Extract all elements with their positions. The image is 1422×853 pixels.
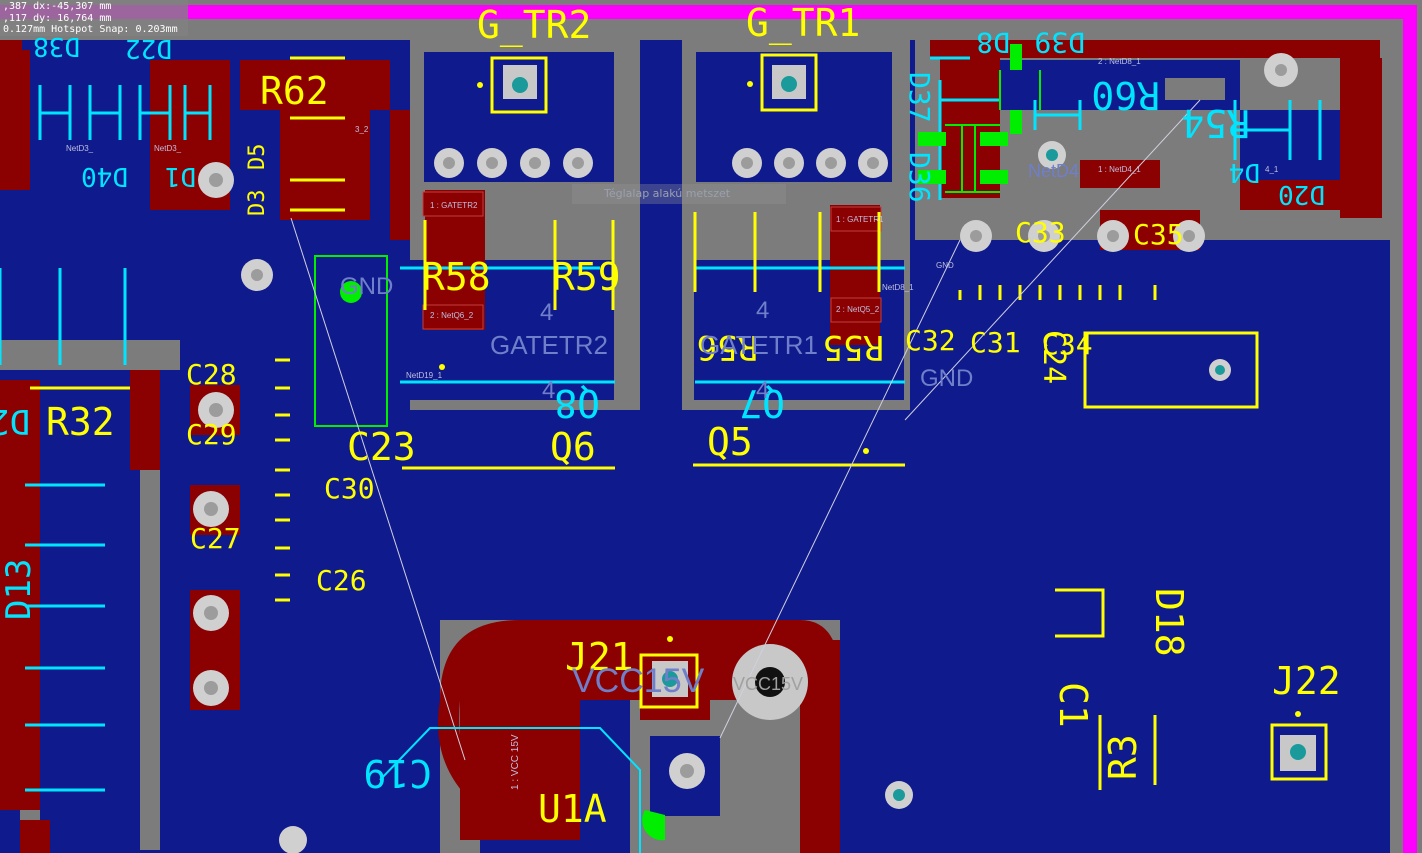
label-r54: R54 xyxy=(1181,101,1250,145)
u1a-outline xyxy=(379,727,641,853)
label-d36: D36 xyxy=(903,152,936,203)
pad-num-4: 4 xyxy=(756,377,769,404)
label-c31: C31 xyxy=(970,326,1021,359)
label-q6: Q6 xyxy=(550,425,596,469)
label-d39: D39 xyxy=(1034,26,1085,59)
smd-pads[interactable] xyxy=(422,191,882,330)
label-c30: C30 xyxy=(324,472,375,505)
label-d40: D40 xyxy=(81,161,128,191)
pad-label-netd8: 2 : NetD8_1 xyxy=(1098,57,1141,66)
coord-line-3: 0.127mm Hotspot Snap: 0.203mm xyxy=(3,24,178,35)
board-outline xyxy=(0,5,1417,853)
ratsnest-lines xyxy=(290,99,1201,761)
top-labels: G_TR2 G_TR1 R62 R58 R59 R32 C23 Q6 Q5 J2… xyxy=(46,1,1341,831)
label-d8: D8 xyxy=(976,26,1010,59)
net-vcc15v-pad: VCC15V xyxy=(733,674,803,694)
pad-label-netd3b: NetD3_ xyxy=(154,144,182,153)
coord-line-1: ,387 dx:-45,307 mm xyxy=(3,1,112,12)
label-q7: Q7 xyxy=(739,381,785,425)
pad-label-gatetr2: 1 : GATETR2 xyxy=(430,201,478,210)
pad-num-3: 4 xyxy=(542,377,555,404)
label-q5: Q5 xyxy=(707,420,753,464)
label-c33: C33 xyxy=(1015,216,1066,249)
label-r60: R60 xyxy=(1091,73,1160,117)
bottom-silkscreen xyxy=(0,56,1322,792)
selected-component[interactable] xyxy=(314,44,1041,841)
pad-net-labels: 1 : GATETR2 1 : GATETR1 2 : NetQ6_2 2 : … xyxy=(66,57,1279,790)
top-silkscreen xyxy=(30,53,1328,790)
label-g-tr1: G_TR1 xyxy=(746,1,860,46)
pad-label-netd8-small: NetD8_1 xyxy=(882,283,914,292)
label-r55-mirror: R55 xyxy=(823,327,884,367)
label-c24: C24 xyxy=(1036,330,1071,384)
label-d13: D13 xyxy=(0,559,39,620)
label-d20: D20 xyxy=(1278,179,1325,209)
label-r32: R32 xyxy=(46,400,115,444)
pad-num-1: 4 xyxy=(540,299,553,326)
label-c19: C19 xyxy=(363,751,432,795)
net-vcc15v: VCC15V xyxy=(572,662,705,700)
label-r58: R58 xyxy=(422,255,491,299)
pad-label-3-2: 3_2 xyxy=(355,125,369,134)
label-c32: C32 xyxy=(905,324,956,357)
label-j22: J22 xyxy=(1272,659,1341,703)
label-d22: D22 xyxy=(125,33,172,63)
label-d18: D18 xyxy=(1147,588,1191,657)
label-d37: D37 xyxy=(903,72,936,123)
label-r56-mirror: R56 xyxy=(697,327,758,367)
pad-label-gnd-small: GND xyxy=(936,261,954,270)
coord-line-2: ,117 dy: 16,764 mm xyxy=(3,12,112,24)
label-r3: R3 xyxy=(1101,734,1145,780)
label-r62: R62 xyxy=(260,69,329,113)
bottom-labels: D38 D22 D40 D1 D39 D8 D37 D36 R60 R54 D4… xyxy=(0,26,1325,795)
label-c34: C34 xyxy=(1042,328,1093,361)
copper-arc-top xyxy=(440,620,840,700)
mirrored-top-labels: R56 R55 xyxy=(697,327,884,367)
label-g-tr2: G_TR2 xyxy=(477,3,591,48)
pad-label-netd4-1: 1 : NetD4_1 xyxy=(1098,165,1141,174)
component-body xyxy=(1165,78,1225,100)
label-d1: D1 xyxy=(165,161,196,191)
net-netd4: NetD4 xyxy=(1028,161,1079,181)
net-gnd-a: GND xyxy=(340,273,393,300)
label-r59: R59 xyxy=(552,255,621,299)
label-c23: C23 xyxy=(347,425,416,469)
label-d38: D38 xyxy=(33,31,80,61)
hover-tooltip: Téglalap alakú metszet xyxy=(572,184,786,204)
pad-label-gatetr1: 1 : GATETR1 xyxy=(836,215,884,224)
label-d4: D4 xyxy=(1229,157,1260,187)
label-d2: D2 xyxy=(0,401,30,441)
pin1-markers xyxy=(439,81,1301,717)
pad-label-netq5: 2 : NetQ5_2 xyxy=(836,305,880,314)
label-c27: C27 xyxy=(190,522,241,555)
label-c28: C28 xyxy=(186,358,237,391)
net-labels: GND GND GATETR2 GATETR1 VCC15V VCC15V 4 … xyxy=(340,161,1079,700)
net-gatetr2: GATETR2 xyxy=(490,330,608,360)
pad-label-vcc15v: 1 : VCC 15V xyxy=(510,734,521,790)
pad-label-netq6: 2 : NetQ6_2 xyxy=(430,311,474,320)
pad-label-netd3: NetD3_ xyxy=(66,144,94,153)
label-c1: C1 xyxy=(1051,682,1095,728)
label-d5: D5 xyxy=(245,144,270,171)
label-q8: Q8 xyxy=(554,381,600,425)
coordinate-readout: ,387 dx:-45,307 mm ,117 dy: 16,764 mm 0.… xyxy=(0,0,188,36)
label-c29: C29 xyxy=(186,418,237,451)
pad-label-netd4-1b: 4_1 xyxy=(1265,165,1279,174)
label-j21: J21 xyxy=(565,635,634,679)
label-c26: C26 xyxy=(316,564,367,597)
pad-num-2: 4 xyxy=(756,297,769,324)
label-c35: C35 xyxy=(1133,218,1184,251)
label-d3: D3 xyxy=(245,190,270,217)
label-u1a: U1A xyxy=(538,787,607,831)
net-gnd-b: GND xyxy=(920,365,973,392)
net-gatetr1: GATETR1 xyxy=(700,330,818,360)
through-hole-pads[interactable] xyxy=(193,53,1316,853)
pad-label-netd19: NetD19_1 xyxy=(406,371,443,380)
copper-arc-left xyxy=(438,700,480,800)
